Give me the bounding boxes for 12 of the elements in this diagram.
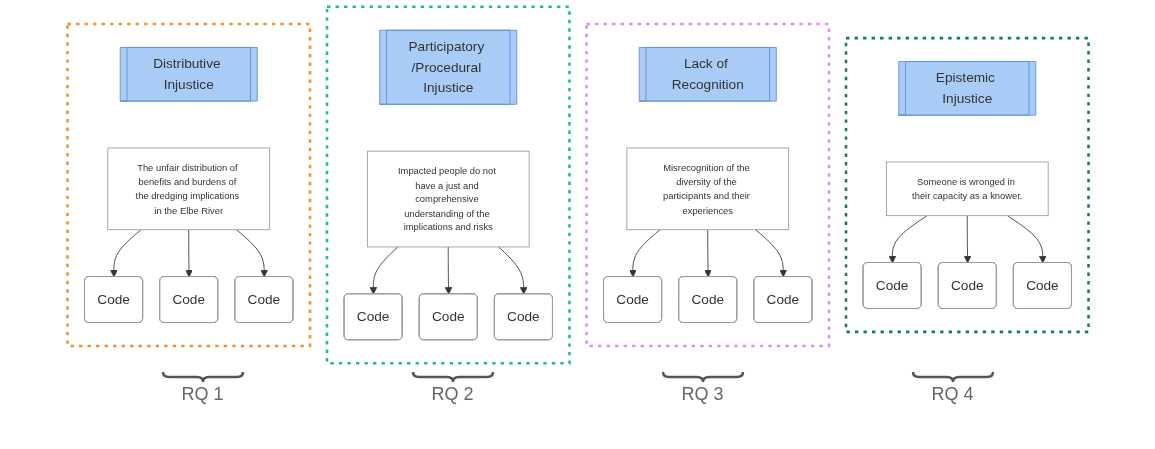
research-question-label: RQ 4 bbox=[931, 384, 974, 405]
research-question-label: RQ 1 bbox=[181, 384, 224, 405]
research-question-label: RQ 2 bbox=[431, 384, 474, 405]
research-question-label: RQ 3 bbox=[681, 384, 724, 405]
cluster bbox=[844, 36, 1090, 334]
cluster bbox=[584, 22, 830, 348]
node-box: Someone is wronged in their capacity as a knower. bbox=[885, 161, 1049, 217]
node-box: Misrecognition of the diversity of the participants and their experiences bbox=[625, 147, 789, 231]
node-box: Impacted people do not have a just and comprehensive understanding of the implications and risks bbox=[366, 150, 530, 248]
cluster bbox=[65, 22, 311, 348]
cluster bbox=[325, 5, 571, 365]
node-box: The unfair distribution of benefits and burdens of the dredging implications in the Elbe River bbox=[106, 147, 270, 231]
